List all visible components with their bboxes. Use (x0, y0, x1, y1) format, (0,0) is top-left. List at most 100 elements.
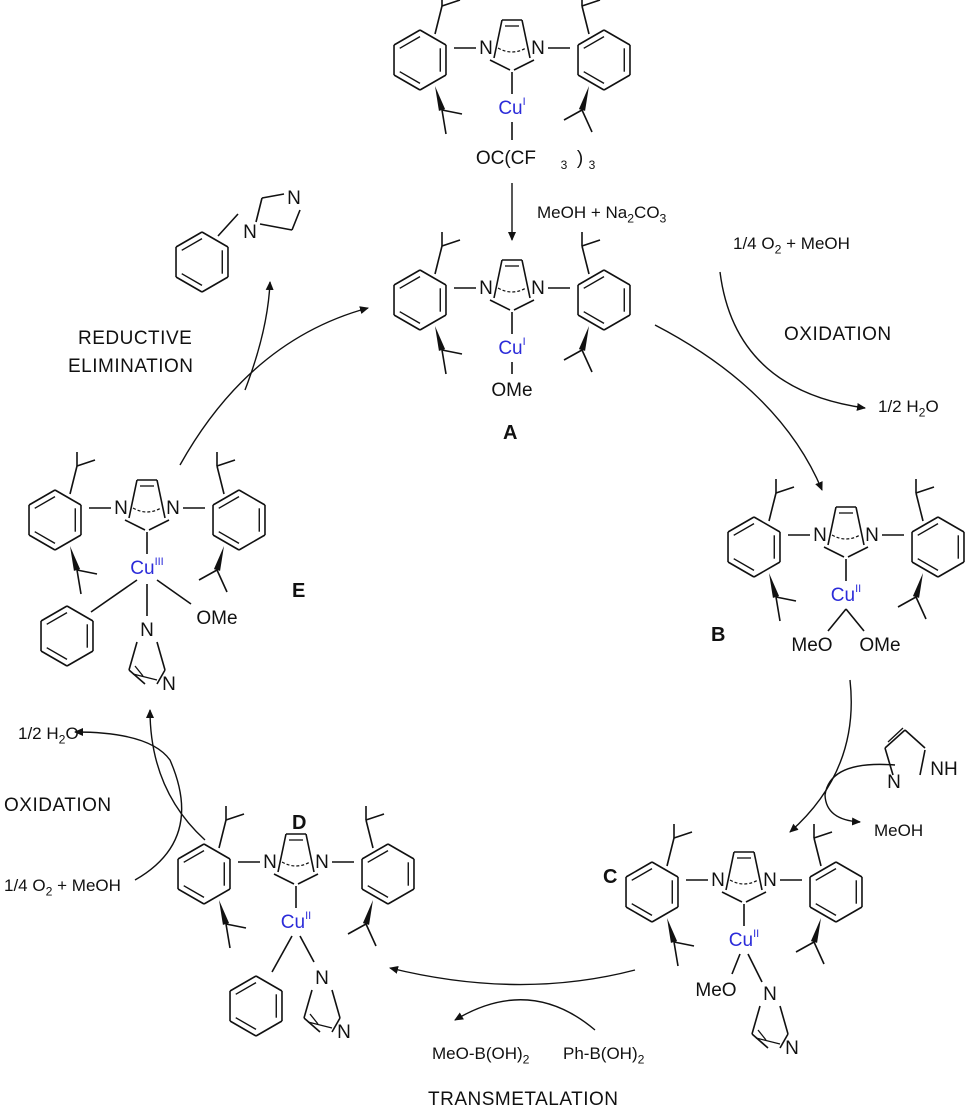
bond (751, 1005, 761, 1035)
bond (273, 873, 295, 885)
nitrogen-label: N (711, 870, 725, 891)
bond (201, 276, 229, 293)
bond (34, 495, 56, 509)
bond (855, 506, 865, 546)
bond (128, 641, 138, 671)
bond (393, 269, 421, 286)
bond (66, 605, 94, 622)
bond (54, 534, 82, 551)
delocalized-bond (497, 47, 527, 53)
bond (779, 1005, 789, 1035)
copper-label: CuI (498, 96, 525, 119)
bond (225, 923, 231, 949)
arc-a-to-b (654, 324, 823, 491)
bond (175, 231, 203, 248)
copper-label: CuII (831, 583, 861, 606)
imidazole-reagent: N NH (884, 727, 958, 793)
arc-e-to-a (179, 306, 369, 466)
nitrogen-label: N (785, 1038, 799, 1059)
bond (775, 596, 797, 602)
bond (235, 1017, 257, 1031)
bond (255, 197, 263, 223)
bond (809, 861, 837, 878)
alkoxide-label: ) (577, 148, 583, 169)
arc-d-to-e (146, 709, 206, 841)
alkoxide-label: OC(CF (476, 148, 536, 169)
bond (203, 843, 231, 860)
bond (419, 269, 447, 286)
bond (721, 891, 743, 903)
bond (156, 669, 166, 685)
bond (361, 888, 389, 905)
bond (753, 851, 763, 891)
nh-label: NH (930, 759, 957, 780)
bond (897, 596, 917, 608)
wedge-bond (810, 918, 821, 943)
delocalized-bond (281, 861, 311, 867)
bond (489, 59, 511, 71)
bond (229, 975, 257, 992)
nitrogen-label: N (531, 38, 545, 59)
bond (177, 888, 205, 905)
bond (148, 519, 170, 531)
bond (387, 843, 415, 860)
bond (40, 650, 68, 667)
nitrogen-label: N (865, 525, 879, 546)
bond (28, 534, 56, 551)
bond (631, 903, 653, 917)
nitrogen-label: N (337, 1022, 351, 1043)
bond (753, 561, 781, 578)
bond (229, 1020, 257, 1037)
bond (725, 851, 735, 891)
bond (156, 641, 166, 671)
bond (563, 109, 583, 121)
bond (361, 843, 389, 860)
side-arc-oxidation-left (74, 728, 183, 881)
bond (309, 1013, 319, 1025)
label-e: E (292, 580, 306, 602)
nitrogen-label: N (763, 870, 777, 891)
bond (441, 349, 447, 375)
bond (225, 813, 245, 821)
copper-label: CuII (729, 928, 759, 951)
bond (751, 1033, 769, 1049)
nitrogen-label: N (887, 772, 901, 793)
bond (775, 596, 781, 622)
activation-reagents: MeOH + Na2CO3 (537, 203, 667, 226)
wedge-bond (667, 918, 678, 943)
bond (779, 1033, 789, 1049)
bond (733, 558, 755, 572)
transmetalation-label: TRANSMETALATION (428, 1089, 619, 1110)
arrows-layer (74, 183, 896, 1031)
side-arc-oxidation-top (719, 271, 866, 411)
bond (666, 837, 675, 867)
bond (419, 74, 447, 91)
bond (581, 239, 601, 247)
bond (441, 0, 461, 7)
nitrogen-label: N (315, 968, 329, 989)
bond (884, 747, 894, 776)
bond (331, 989, 341, 1019)
bond (393, 314, 421, 331)
bond (581, 5, 590, 35)
bond (217, 213, 239, 237)
bond (727, 561, 755, 578)
bond (331, 1017, 341, 1033)
wedge-bond (912, 573, 923, 598)
alkoxide-label: 3 (561, 158, 568, 172)
oxidation-left-out: 1/2 H2O (18, 724, 79, 747)
bond (305, 833, 315, 873)
bond (755, 1037, 781, 1045)
bond (212, 489, 240, 506)
bond (69, 465, 78, 495)
bond (441, 349, 463, 355)
bond (915, 492, 924, 522)
imidazole-out: MeOH (874, 821, 924, 840)
bond (795, 941, 815, 953)
bond (768, 492, 777, 522)
bond (299, 935, 315, 963)
copper-label: CuII (281, 910, 311, 933)
bond (733, 522, 755, 536)
